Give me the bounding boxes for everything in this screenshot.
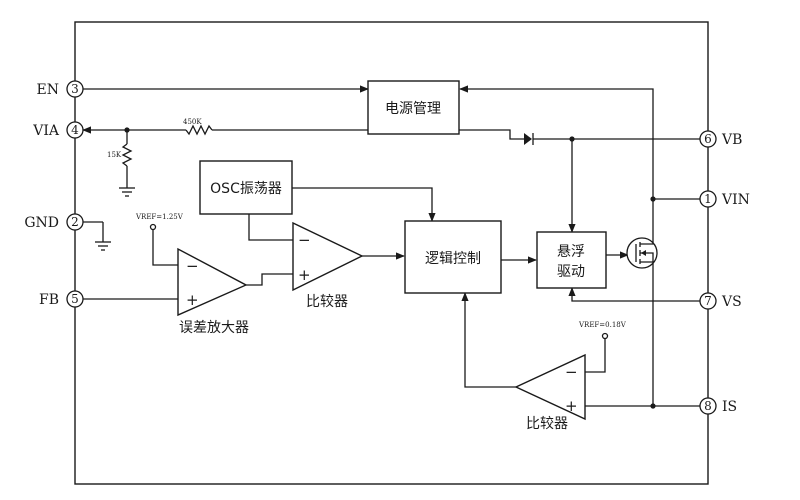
error-amp-plus-sign: +: [186, 291, 199, 309]
svg-text:VIN: VIN: [721, 192, 750, 208]
comparator-top-label: 比较器: [306, 294, 348, 310]
vref-error-amp-node: [149, 223, 157, 231]
pin-gnd: 2 GND: [24, 213, 84, 231]
pin-via: 4 VIA: [32, 121, 84, 139]
vref-comparator-node: [601, 332, 609, 340]
comparator-top: [292, 221, 364, 292]
svg-text:8: 8: [704, 399, 712, 413]
floating-driver-block: [536, 231, 607, 289]
svg-text:EN: EN: [37, 82, 59, 98]
pin-vs: 7 VS: [699, 292, 742, 310]
error-amp-minus-sign: −: [186, 257, 199, 275]
comparator-bottom-minus-sign: −: [565, 363, 578, 381]
logic-control-block: [404, 220, 502, 294]
vref-error-amp-label: VREF=1.25V: [135, 213, 184, 221]
comparator-bottom-label: 比较器: [526, 416, 568, 432]
comparator-top-plus-sign: +: [298, 266, 311, 284]
pin-vin: 1 VIN: [699, 190, 750, 208]
mosfet-icon: [626, 237, 658, 269]
svg-text:VS: VS: [721, 294, 742, 310]
svg-text:VIA: VIA: [32, 123, 60, 139]
svg-text:6: 6: [704, 132, 712, 146]
svg-text:2: 2: [71, 215, 79, 229]
pin-is: 8 IS: [699, 397, 737, 415]
pin-en: 3 EN: [37, 80, 84, 98]
floating-driver-label-2: 驱动: [557, 264, 585, 280]
power-management-label: 电源管理: [385, 101, 441, 117]
wires: [82, 85, 700, 407]
power-management-block: [367, 80, 460, 135]
svg-text:FB: FB: [39, 292, 59, 308]
svg-text:IS: IS: [722, 399, 737, 415]
pin-fb: 5 FB: [39, 290, 84, 308]
svg-text:VB: VB: [721, 132, 742, 148]
resistor-bottom-label: 15K: [107, 151, 122, 159]
floating-driver-label-1: 悬浮: [557, 244, 585, 260]
error-amplifier: [177, 247, 248, 317]
svg-text:5: 5: [71, 292, 79, 306]
svg-text:3: 3: [71, 82, 79, 96]
comparator-top-minus-sign: −: [298, 231, 311, 249]
chip-outline: [74, 21, 709, 485]
svg-text:GND: GND: [24, 215, 59, 231]
osc-block: [199, 160, 293, 215]
comparator-bottom: [514, 353, 586, 421]
vref-comparator-label: VREF=0.18V: [578, 321, 627, 329]
comparator-bottom-plus-sign: +: [565, 397, 578, 415]
error-amplifier-label: 误差放大器: [179, 320, 249, 336]
junction-dots: [124, 127, 656, 409]
svg-text:1: 1: [704, 192, 712, 206]
osc-label: OSC振荡器: [210, 181, 282, 197]
svg-text:4: 4: [71, 123, 79, 137]
pin-vb: 6 VB: [699, 130, 742, 148]
resistor-top-label: 450K: [183, 118, 202, 126]
svg-text:7: 7: [704, 294, 712, 308]
logic-control-label: 逻辑控制: [425, 251, 481, 267]
